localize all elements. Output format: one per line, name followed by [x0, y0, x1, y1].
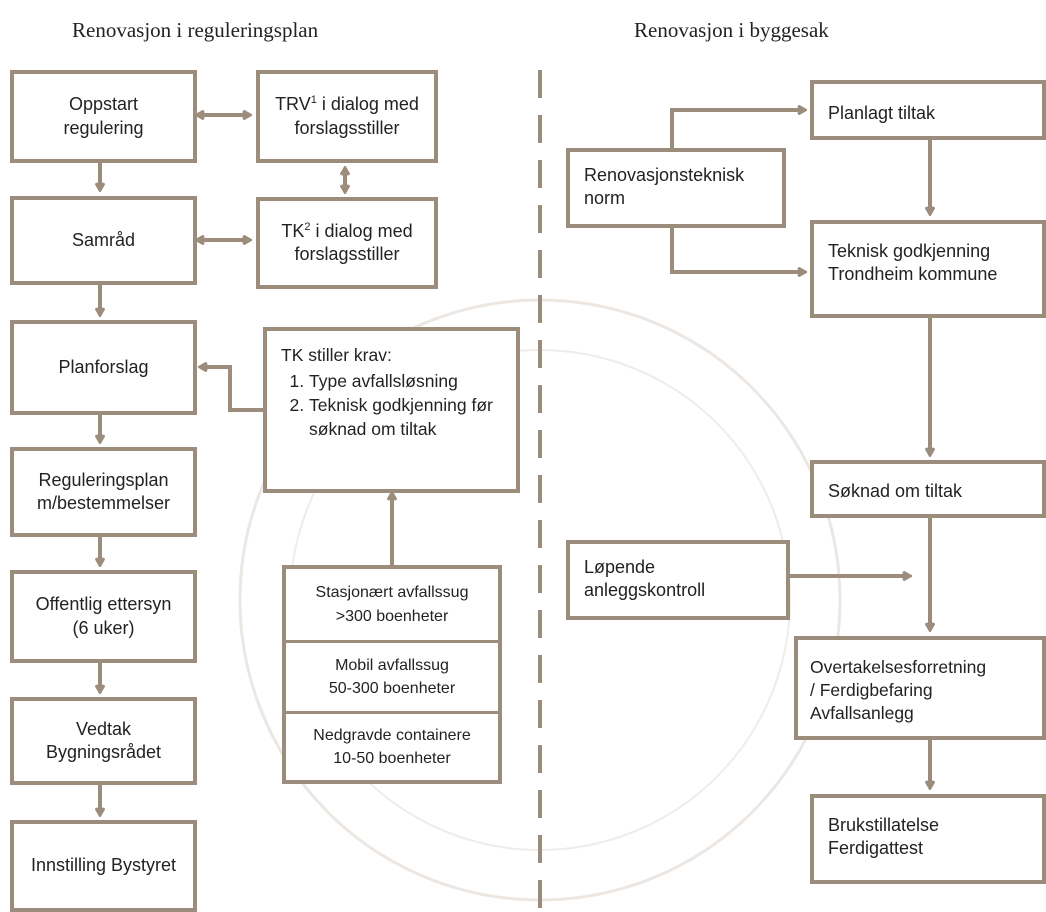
innstilling-label: Innstilling Bystyret — [30, 855, 177, 876]
box-lopende-anleggskontroll: Løpende anleggskontroll — [566, 540, 790, 620]
box-planlagt-tiltak: Planlagt tiltak — [810, 80, 1046, 140]
overtakelse-line1: Overtakelsesforretning — [810, 657, 987, 677]
solution-1-line1: Stasjonært avfallssug — [315, 584, 469, 602]
trv-prefix: TRV — [275, 94, 311, 115]
heading-byggesak: Renovasjon i byggesak — [634, 18, 829, 42]
krav-item-2: Teknisk godkjenning før søknad om tiltak — [309, 393, 502, 441]
trv-suffix: i dialog med — [316, 94, 419, 115]
soknad-label: Søknad om tiltak — [828, 481, 963, 501]
vedtak-line1: Vedtak — [75, 718, 132, 739]
heading-reguleringsplan: Renovasjon i reguleringsplan — [72, 18, 319, 42]
box-tk-krav: TK stiller krav: Type avfallsløsning Tek… — [263, 327, 520, 493]
tk-line1: TK2 i dialog med — [281, 220, 412, 243]
trv-line2: forslagsstiller — [294, 117, 400, 138]
box-renovasjonsteknisk-norm: Renovasjonsteknisk norm — [566, 148, 786, 228]
box-brukstillatelse: Brukstillatelse Ferdigattest — [810, 794, 1046, 884]
solution-3-line1: Nedgravde containere — [313, 726, 471, 744]
lopende-line1: Løpende — [584, 557, 656, 577]
solution-3-line2: 10-50 boenheter — [333, 750, 451, 767]
solution-1-line2: >300 boenheter — [335, 607, 449, 625]
separator — [286, 711, 498, 714]
arrow-krav-planforslag — [200, 367, 263, 412]
oppstart-line1: Oppstart — [68, 94, 139, 115]
box-solutions: Stasjonært avfallssug >300 boenheter Mob… — [282, 565, 502, 784]
teknisk-line2: Trondheim kommune — [828, 264, 998, 285]
box-planforslag: Planforslag — [10, 320, 197, 415]
krav-list: Type avfallsløsning Teknisk godkjenning … — [281, 369, 502, 441]
norm-line2: norm — [584, 188, 626, 209]
box-reguleringsplan: Reguleringsplan m/bestemmelser — [10, 447, 197, 537]
lopende-line2: anleggskontroll — [584, 580, 706, 601]
box-soknad-om-tiltak: Søknad om tiltak — [810, 460, 1046, 518]
arrow-norm-planlagt — [670, 110, 805, 148]
box-teknisk-godkjenning: Teknisk godkjenning Trondheim kommune — [810, 220, 1046, 318]
samrad-label: Samråd — [71, 229, 136, 250]
tk-prefix: TK — [281, 220, 305, 241]
tk-line2: forslagsstiller — [294, 244, 400, 264]
box-oppstart-regulering: Oppstart regulering — [10, 70, 197, 163]
planlagt-label: Planlagt tiltak — [828, 103, 936, 123]
bruk-line2: Ferdigattest — [828, 838, 924, 859]
krav-title: TK stiller krav: — [281, 345, 392, 365]
solution-2-line1: Mobil avfallssug — [335, 656, 449, 674]
krav-item-1: Type avfallsløsning — [309, 369, 502, 393]
reguleringsplan-line1: Reguleringsplan — [38, 469, 169, 490]
separator — [286, 640, 498, 643]
offentlig-line1: Offentlig ettersyn — [35, 594, 172, 615]
solution-mobil: Mobil avfallssug 50-300 boenheter — [286, 643, 498, 711]
box-samrad: Samråd — [10, 196, 197, 285]
box-tk-dialog: TK2 i dialog med forslagsstiller — [256, 197, 438, 289]
overtakelse-line3: Avfallsanlegg — [810, 702, 914, 723]
box-overtakelsesforretning: Overtakelsesforretning / Ferdigbefaring … — [794, 636, 1046, 740]
oppstart-line2: regulering — [63, 117, 144, 138]
box-offentlig-ettersyn: Offentlig ettersyn (6 uker) — [10, 570, 197, 663]
tk-suffix: i dialog med — [310, 220, 413, 241]
offentlig-line2: (6 uker) — [72, 617, 135, 638]
vedtak-line2: Bygningsrådet — [45, 742, 162, 762]
tk-sup: 2 — [304, 220, 311, 233]
norm-line1: Renovasjonsteknisk — [584, 165, 745, 185]
box-vedtak: Vedtak Bygningsrådet — [10, 697, 197, 785]
teknisk-line1: Teknisk godkjenning — [828, 241, 991, 261]
bruk-line1: Brukstillatelse — [828, 815, 940, 835]
trv-sup: 1 — [310, 94, 317, 107]
planforslag-label: Planforslag — [58, 356, 149, 377]
arrow-norm-teknisk — [670, 228, 805, 272]
box-trv-dialog: TRV1 i dialog med forslagsstiller — [256, 70, 438, 163]
box-innstilling: Innstilling Bystyret — [10, 820, 197, 912]
solution-nedgravde: Nedgravde containere 10-50 boenheter — [286, 714, 498, 780]
trv-line1: TRV1 i dialog med — [275, 93, 419, 116]
solution-stasjonaert: Stasjonært avfallssug >300 boenheter — [286, 569, 498, 640]
overtakelse-line2: / Ferdigbefaring — [810, 679, 933, 700]
reguleringsplan-line2: m/bestemmelser — [36, 493, 171, 513]
solution-2-line2: 50-300 boenheter — [328, 680, 456, 697]
